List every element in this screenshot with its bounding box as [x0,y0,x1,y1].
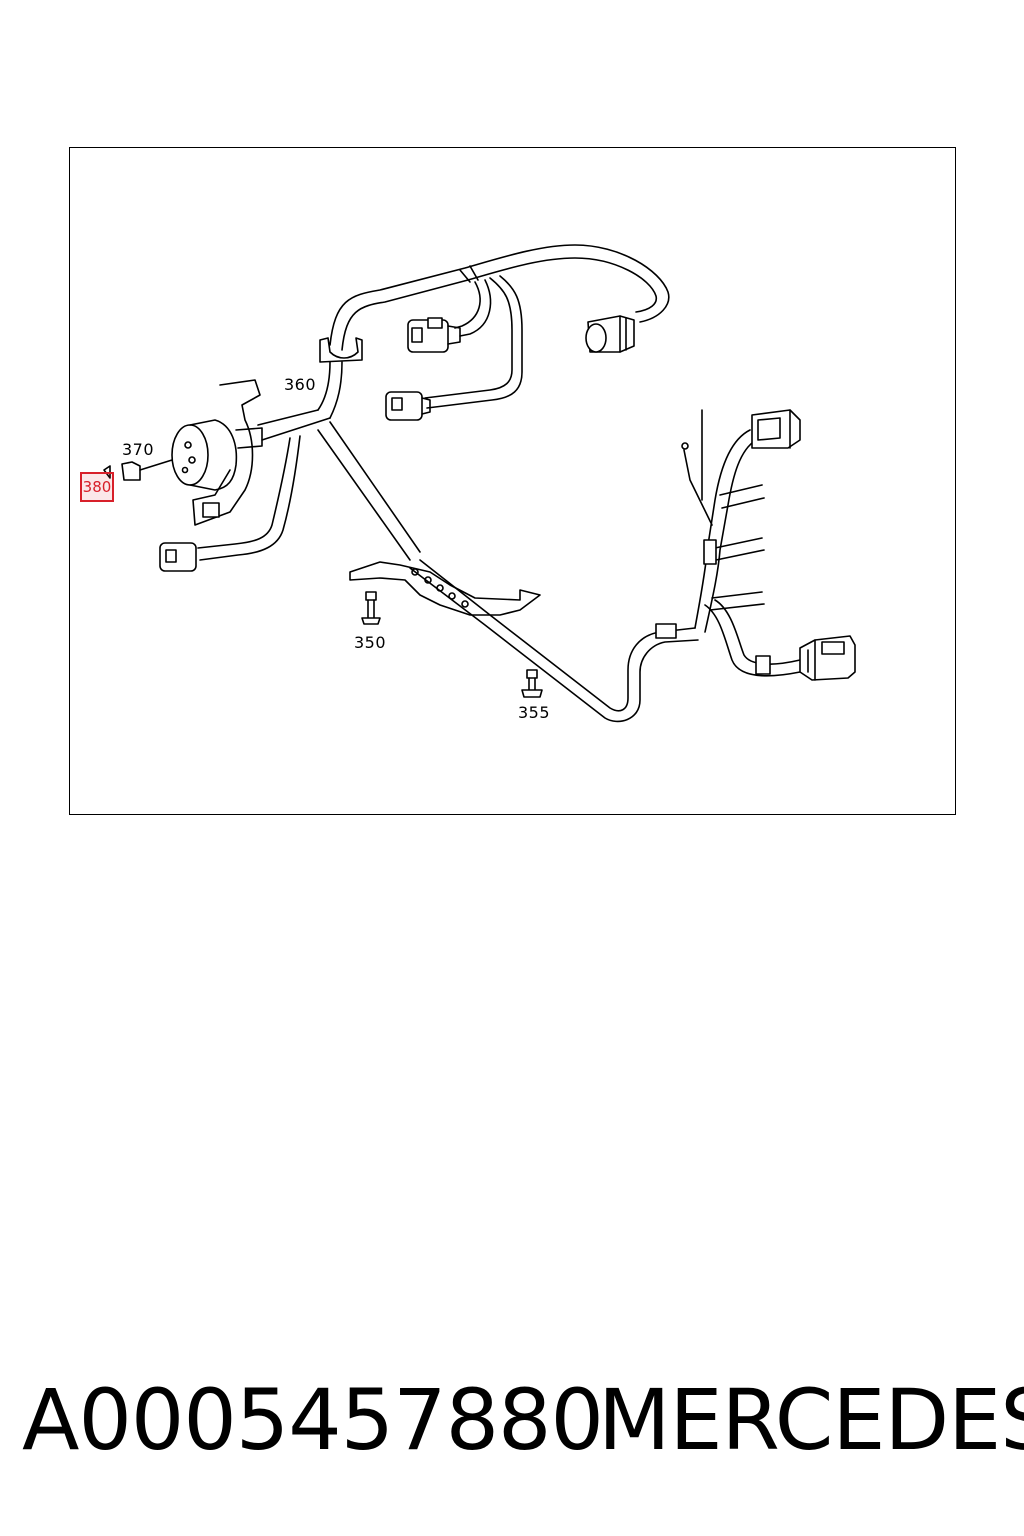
callout-370: 370 [122,440,155,459]
brand-name: MERCEDES [598,1371,1024,1469]
screw-355 [521,669,543,698]
diagram-frame [69,147,956,815]
round-connector-bracket [171,379,263,526]
connector-top-right [751,409,801,449]
part-number: A0005457880 [22,1371,604,1469]
connector-upper-middle [407,317,461,353]
harness-left-trunk [197,361,421,561]
callout-350: 350 [354,633,387,652]
callout-355: 355 [518,703,551,722]
harness-clip [319,337,363,363]
connector-upper-right [585,315,635,353]
callout-360: 360 [284,375,317,394]
harness-right-section [655,409,801,677]
connector-bottom-left [159,542,197,572]
footer: A0005457880 MERCEDES [0,1370,1024,1470]
small-parts-370-380 [103,459,173,481]
screw-350 [361,591,381,625]
mounting-bracket [349,561,541,616]
upper-harness [329,244,670,409]
harness-lower-run [409,559,699,723]
connector-bottom-right [799,635,856,681]
callout-380-highlight[interactable]: 380 [80,472,114,502]
connector-middle-left [385,391,431,421]
